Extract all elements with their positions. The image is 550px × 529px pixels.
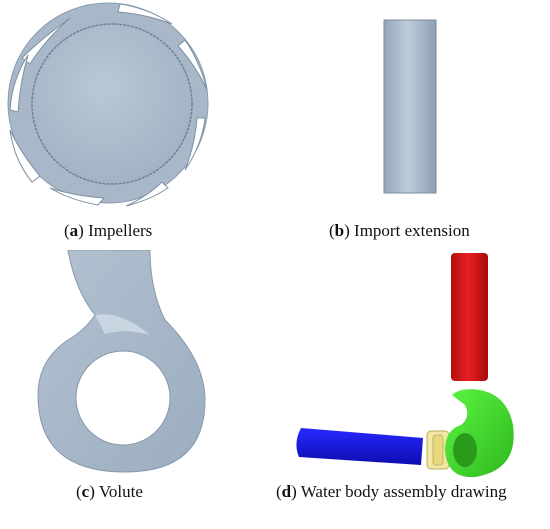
- impeller-drawing: [7, 2, 209, 207]
- impeller-blade: [21, 17, 71, 65]
- impeller-hub: [31, 23, 193, 185]
- impeller-panel: [0, 0, 275, 210]
- import-extension-panel: [275, 0, 550, 210]
- assembly-panel: [275, 245, 550, 480]
- volute-part-eye: [453, 433, 477, 467]
- caption-impellers: (a) Impellers: [64, 221, 153, 240]
- impeller-blade: [177, 39, 208, 91]
- impeller-blade: [117, 3, 173, 25]
- caption-assembly: (d) Water body assembly drawing: [276, 482, 507, 501]
- caption-import-extension: (b) Import extension: [329, 221, 470, 240]
- import-extension-part: [451, 253, 488, 381]
- outlet-pipe-part: [296, 428, 423, 465]
- coupling-part: [426, 430, 450, 470]
- caption-volute: (c) Volute: [76, 482, 143, 501]
- volute-part: [445, 389, 514, 478]
- volute-drawing: [37, 250, 206, 473]
- impeller-blade: [9, 54, 29, 113]
- impeller-blade: [9, 129, 41, 183]
- impeller-blade: [125, 181, 169, 207]
- volute-panel: [0, 250, 275, 475]
- assembly-drawing: [296, 253, 514, 478]
- import-extension-drawing: [383, 19, 437, 194]
- volute-eye: [75, 350, 171, 446]
- volute-tongue: [95, 314, 150, 335]
- impeller-blade: [184, 117, 206, 171]
- impeller-blades: [9, 3, 208, 207]
- import-extension-pipe: [383, 19, 437, 194]
- impeller-blade: [49, 187, 106, 206]
